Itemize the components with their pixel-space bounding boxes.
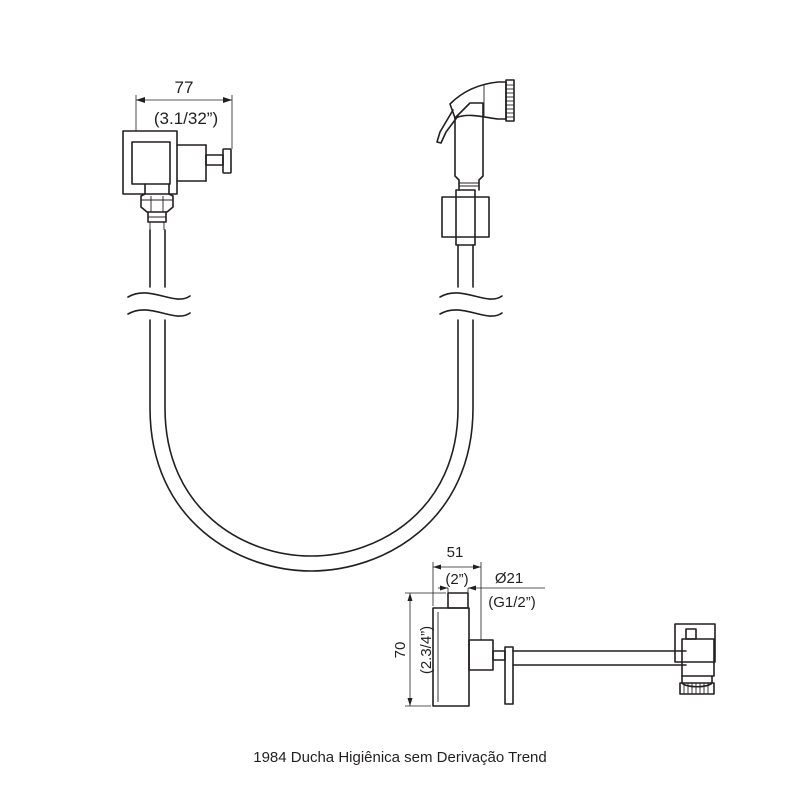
valve-side-view: [432, 592, 716, 707]
dimension-height: 70 (2.3/4”): [392, 592, 446, 707]
dimension-height-imperial: (2.3/4”): [418, 626, 435, 674]
dimension-diameter-metric: Ø21: [495, 570, 523, 587]
dimension-width-bottom-imperial: (2”): [445, 571, 468, 588]
dimension-diameter: Ø21 (G1/2”): [438, 570, 545, 611]
dimension-width-top-imperial: (3.1/32”): [154, 109, 218, 128]
dimension-height-metric: 70: [392, 642, 409, 659]
flexible-hose: [127, 229, 503, 572]
dimension-diameter-imperial: (G1/2”): [488, 594, 536, 611]
spray-head-side-view: [436, 79, 515, 246]
drawing-caption: 1984 Ducha Higiênica sem Derivação Trend: [253, 749, 547, 766]
dimension-width-top-metric: 77: [175, 78, 194, 97]
dimension-width-bottom-metric: 51: [447, 544, 464, 561]
dimension-width-top: 77 (3.1/32”): [135, 78, 233, 149]
dimension-width-bottom: 51 (2”): [432, 544, 482, 640]
wall-valve-front-view: [122, 130, 232, 230]
